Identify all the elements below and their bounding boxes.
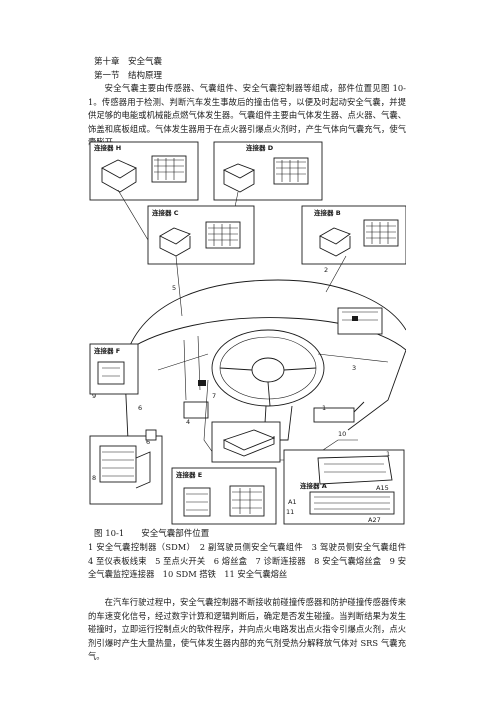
body-paragraph-2: 在汽车行驶过程中，安全气囊控制器不断接收前碰撞传感器和防护碰撞传感器传来的车速变… xyxy=(88,597,406,662)
item-10-label: 10 xyxy=(338,430,346,438)
item-2-label: 2 xyxy=(324,266,328,274)
figure-legend: 1 安全气囊控制器（SDM） 2 副驾驶员侧安全气囊组件 3 驾驶员侧安全气囊组… xyxy=(88,542,415,580)
item-5-label: 5 xyxy=(172,284,176,292)
item-9-label: 9 xyxy=(92,392,96,400)
connector-d-label: 连接器 D xyxy=(246,143,274,152)
connector-f-inset: 连接器 F xyxy=(89,343,139,395)
pin-11-label: 11 xyxy=(286,508,294,516)
item-6b-label: 6 xyxy=(146,438,150,446)
connector-e-label: 连接器 E xyxy=(176,470,202,479)
connector-c-label: 连接器 C xyxy=(152,208,179,217)
connector-b-label: 连接器 B xyxy=(314,208,341,217)
chapter-heading: 第十章 安全气囊 xyxy=(94,57,163,67)
connector-d-inset: 连接器 D xyxy=(213,141,323,243)
connector-e-inset: 连接器 E xyxy=(171,467,277,525)
airbag-diagram: 连接器 H 连接器 D 连接器 xyxy=(89,141,407,525)
dashboard-drawing xyxy=(123,279,407,461)
connector-f-label: 连接器 F xyxy=(94,346,120,355)
connector-h-inset: 连接器 H xyxy=(89,141,199,241)
item-6-label: 6 xyxy=(138,404,142,412)
item-1-label: 1 xyxy=(322,404,326,412)
connector-a-inset: 连接器 A A15 A1 A27 11 1 xyxy=(283,449,405,525)
fuse-box-detail xyxy=(89,429,163,505)
connector-b-inset: 连接器 B xyxy=(301,205,407,293)
item-7-label: 7 xyxy=(212,392,216,400)
diagnostic-connector-detail xyxy=(211,421,281,463)
section-heading: 第一节 结构原理 xyxy=(94,71,163,81)
item-3-label: 3 xyxy=(352,364,356,372)
connector-c-inset: 连接器 C xyxy=(147,205,255,317)
item-1-label-bottom: 1 xyxy=(386,450,390,458)
figure-airbag-components: 连接器 H 连接器 D 连接器 xyxy=(88,140,407,525)
pin-a27-label: A27 xyxy=(368,516,381,524)
item-4-label: 4 xyxy=(186,418,190,426)
pin-a15-label: A15 xyxy=(376,484,389,492)
connector-h-label: 连接器 H xyxy=(94,143,121,152)
item-8-label: 8 xyxy=(92,474,96,482)
connector-a-label: 连接器 A xyxy=(300,481,327,490)
pin-a1-label: A1 xyxy=(288,498,297,506)
figure-caption: 图 10-1 安全气囊部件位置 xyxy=(94,529,210,539)
